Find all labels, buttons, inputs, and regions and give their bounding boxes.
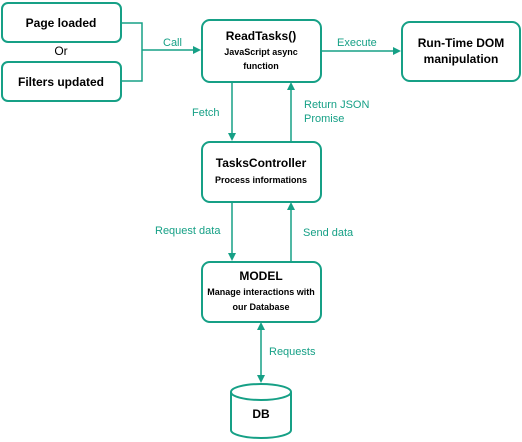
edge-label-call: Call — [163, 37, 182, 49]
node-model-title: MODEL — [239, 269, 282, 283]
node-filters-updated — [1, 61, 122, 102]
edge-label-request-data: Request data — [155, 225, 221, 237]
or-label: Or — [54, 44, 67, 58]
db-cylinder-top — [230, 383, 292, 401]
node-model-subtitle-1: Manage interactions with — [207, 287, 315, 297]
arrowhead-return-json — [287, 82, 295, 90]
node-tasks-controller — [201, 141, 322, 203]
edge-label-send-data: Send data — [303, 227, 354, 239]
node-db: DB — [230, 383, 292, 439]
node-page-loaded — [1, 2, 122, 43]
edge-label-requests: Requests — [269, 346, 316, 358]
node-tasks-controller-subtitle: Process informations — [215, 175, 307, 185]
node-model — [201, 261, 322, 323]
edge-label-return-json-1: Return JSON — [304, 99, 369, 111]
edge-filters-updated-to-call — [121, 50, 143, 82]
node-filters-updated-label: Filters updated — [18, 75, 104, 89]
arrowhead-call — [193, 46, 201, 54]
node-page-loaded-label: Page loaded — [26, 16, 97, 30]
node-runtime-dom — [401, 21, 521, 82]
arrowhead-requests-up — [257, 322, 265, 330]
arrowhead-send-data — [287, 202, 295, 210]
arrowhead-requests-down — [257, 375, 265, 383]
node-read-tasks-title: ReadTasks() — [226, 29, 296, 43]
node-runtime-dom-title-1: Run-Time DOM — [418, 36, 504, 50]
edge-label-execute: Execute — [337, 37, 377, 49]
node-runtime-dom-title-2: manipulation — [424, 52, 499, 66]
db-cylinder-body — [230, 392, 292, 439]
arrowhead-execute — [393, 47, 401, 55]
edge-page-loaded-to-call — [121, 22, 143, 50]
edge-label-fetch: Fetch — [192, 107, 220, 119]
node-model-subtitle-2: our Database — [232, 302, 289, 312]
node-read-tasks-subtitle-2: function — [243, 61, 279, 71]
arrowhead-fetch — [228, 133, 236, 141]
edge-label-return-json-2: Promise — [304, 113, 344, 125]
arrowhead-request-data — [228, 253, 236, 261]
node-read-tasks — [201, 19, 322, 83]
node-read-tasks-subtitle-1: JavaScript async — [224, 47, 298, 57]
node-tasks-controller-title: TasksController — [216, 156, 307, 170]
node-db-label: DB — [252, 407, 270, 421]
